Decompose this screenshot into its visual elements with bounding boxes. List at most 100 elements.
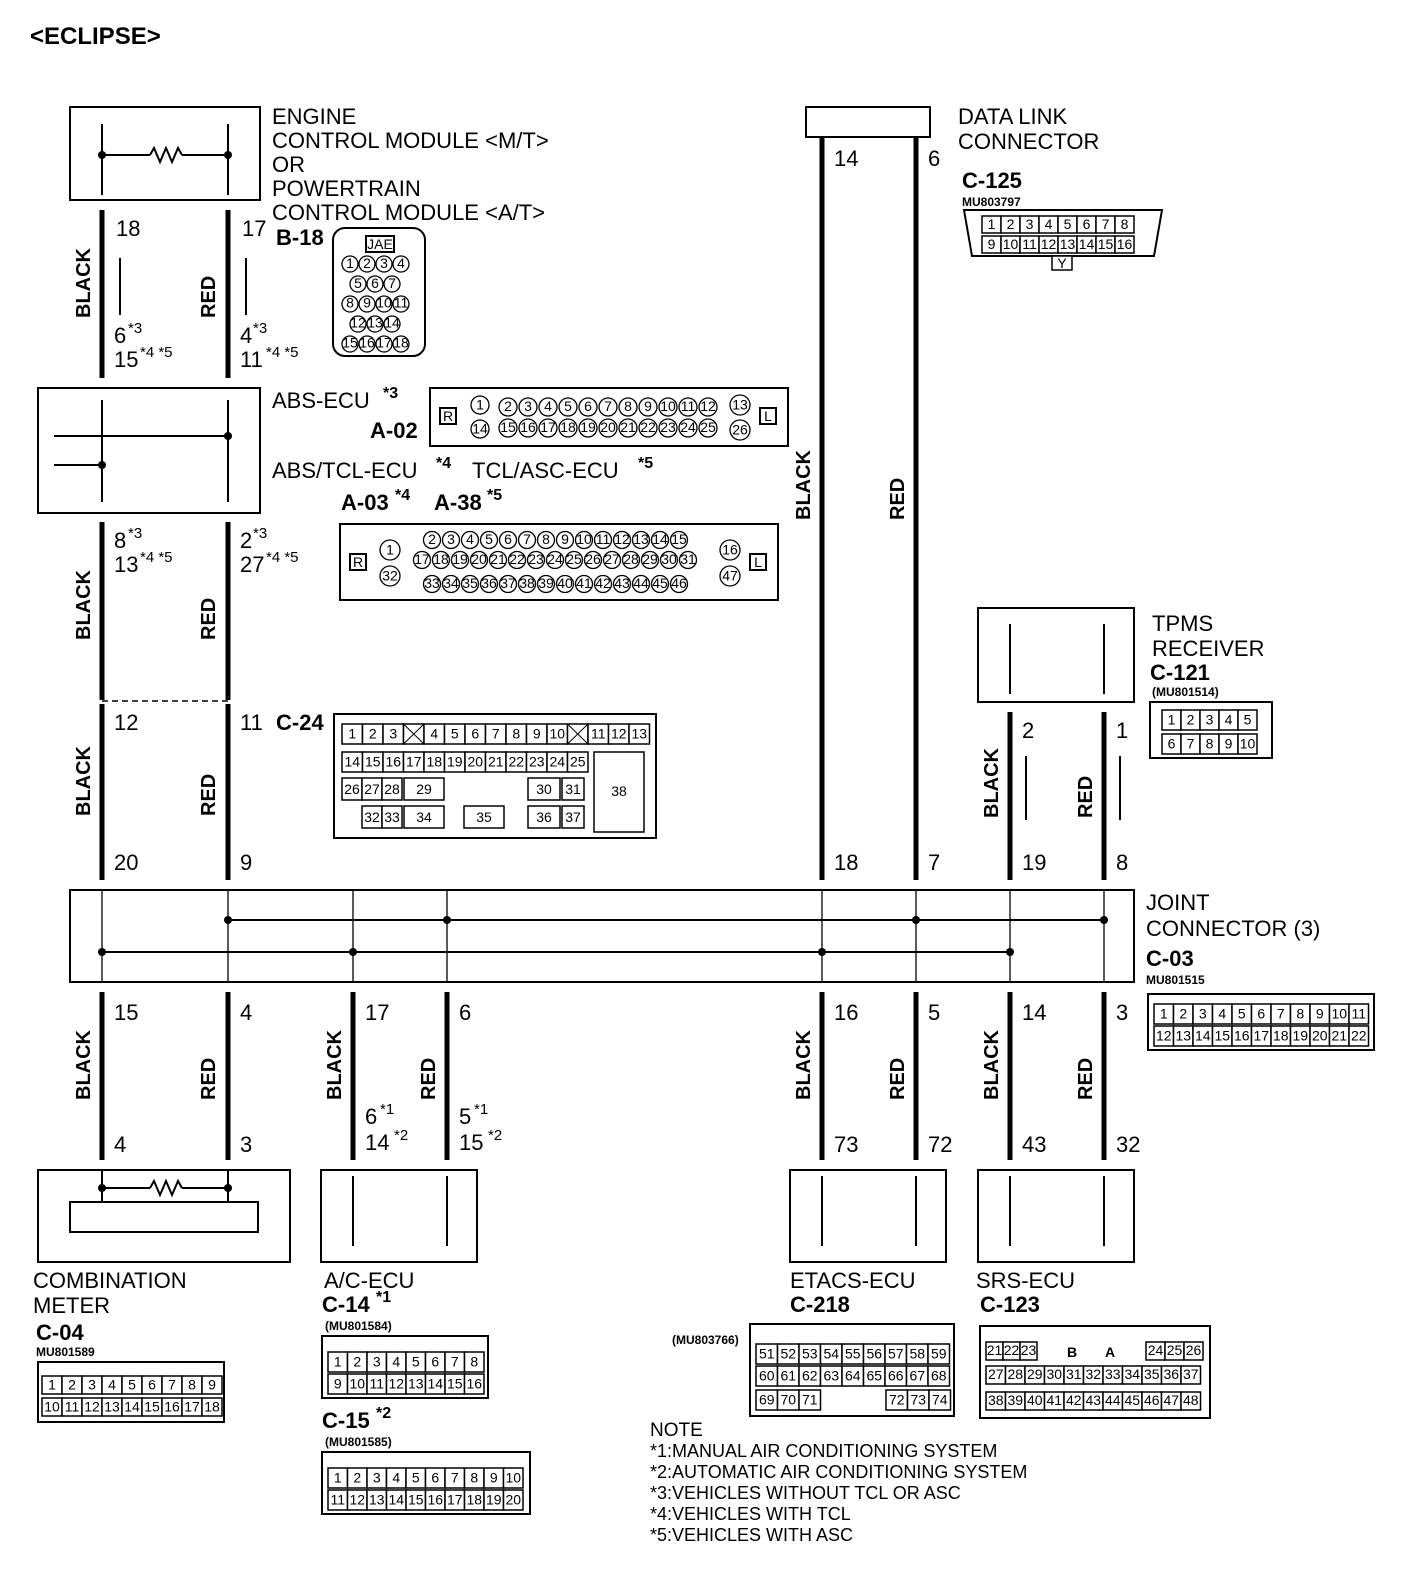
connector-pin: 28: [384, 781, 400, 797]
connector-pin: 26: [732, 421, 748, 437]
connector-pin: 4: [544, 398, 552, 414]
connector-pin: 2: [369, 726, 377, 742]
connector-pin: 2: [428, 531, 436, 547]
connector-pin: 4: [1218, 1005, 1226, 1021]
connector-pin: 64: [845, 1367, 861, 1383]
connector-pin: 2: [1187, 712, 1195, 728]
connector-pin: 13: [104, 1398, 120, 1414]
connector-pin: 21: [488, 753, 504, 769]
connector-pin: 23: [528, 551, 544, 567]
wire-color-label: RED: [887, 478, 909, 520]
svg-text:CONTROL MODULE <A/T>: CONTROL MODULE <A/T>: [272, 200, 545, 225]
ac-ecu-box: [320, 1169, 478, 1263]
connector-pin: 22: [1351, 1027, 1367, 1043]
connector-pin: 5: [564, 398, 572, 414]
svg-text:L: L: [754, 554, 762, 570]
connector-pin: 35: [462, 575, 478, 591]
connector-pin: 13: [367, 315, 383, 331]
srs-ecu-box: [977, 1169, 1135, 1263]
connector-pin: 43: [1085, 1392, 1101, 1408]
connector-pin: 5: [1238, 1005, 1246, 1021]
svg-text:*4 *5: *4 *5: [140, 344, 173, 361]
connector-pin: 29: [642, 551, 658, 567]
svg-text:*3: *3: [383, 385, 398, 402]
connector-pin: 4: [392, 1354, 400, 1370]
connector-pin: 8: [542, 531, 550, 547]
svg-text:(MU803766): (MU803766): [672, 1333, 739, 1347]
connector-pin: 42: [595, 575, 611, 591]
connector-pin: 18: [1273, 1027, 1289, 1043]
svg-text:ABS/TCL-ECU: ABS/TCL-ECU: [272, 458, 417, 483]
svg-text:14: 14: [834, 146, 858, 171]
connector-pin: 19: [447, 753, 463, 769]
connector-pin: 16: [1234, 1027, 1250, 1043]
svg-text:*4: *4: [436, 455, 451, 472]
connector-pin: 11: [394, 295, 409, 311]
svg-text:*1: *1: [380, 1101, 394, 1118]
svg-text:5: 5: [459, 1104, 471, 1129]
svg-text:*3: *3: [128, 320, 142, 337]
connector-pin: 15: [671, 531, 687, 547]
abs-label: ABS-ECU *3 A-02 ABS/TCL-ECU *4 TCL/ASC-E…: [272, 385, 653, 515]
svg-text:*2: *2: [376, 1405, 391, 1422]
connector-pin: 45: [652, 575, 668, 591]
connector-pin: 21: [987, 1342, 1003, 1358]
connector-pin: 15: [447, 1376, 463, 1392]
svg-text:JOINT: JOINT: [1146, 890, 1210, 915]
svg-text:2: 2: [240, 528, 252, 553]
connector-pin: 26: [1186, 1342, 1202, 1358]
connector-pin: 27: [988, 1366, 1004, 1382]
svg-text:17: 17: [365, 1000, 389, 1025]
svg-text:5: 5: [928, 1000, 940, 1025]
connector-pin: 6: [431, 1354, 439, 1370]
connector-pin: 39: [1007, 1392, 1023, 1408]
svg-text:*5:VEHICLES WITH ASC: *5:VEHICLES WITH ASC: [650, 1525, 853, 1545]
svg-text:(MU801585): (MU801585): [325, 1435, 392, 1449]
connector-pin: 2: [504, 398, 512, 414]
connector-pin: 25: [1167, 1342, 1183, 1358]
connector-pin: 38: [519, 575, 535, 591]
svg-text:C-123: C-123: [980, 1292, 1040, 1317]
connector-pin: 12: [350, 315, 366, 331]
connector-pin: 62: [802, 1367, 818, 1383]
svg-text:*4 *5: *4 *5: [140, 549, 173, 566]
connector-pin: 15: [144, 1398, 160, 1414]
connector-pin: 3: [380, 255, 388, 271]
c24-connector-id: C-24: [276, 710, 324, 735]
svg-text:16: 16: [834, 1000, 858, 1025]
svg-text:12: 12: [114, 710, 138, 735]
connector-pin: 19: [452, 551, 468, 567]
wire-color-label: BLACK: [981, 747, 1003, 818]
connector-pin: 13: [1060, 236, 1076, 252]
connector-pin: 3: [1026, 216, 1034, 232]
connector-pin: 11: [65, 1398, 80, 1414]
connector-pin: 14: [427, 1376, 443, 1392]
connector-pin: 55: [845, 1345, 861, 1361]
svg-text:TCL/ASC-ECU: TCL/ASC-ECU: [472, 458, 619, 483]
connector-pin: 12: [388, 1376, 404, 1392]
svg-text:SRS-ECU: SRS-ECU: [976, 1268, 1075, 1293]
connector-pin: 4: [1225, 712, 1233, 728]
svg-text:6: 6: [459, 1000, 471, 1025]
connector-pin: 10: [376, 295, 392, 311]
connector-pin: 23: [1021, 1342, 1037, 1358]
connector-pin: 24: [680, 419, 696, 435]
connector-pin: 17: [376, 335, 392, 351]
connector-pin: 24: [547, 551, 563, 567]
connector-pin: 6: [584, 398, 592, 414]
svg-text:RECEIVER: RECEIVER: [1152, 636, 1264, 661]
connector-pin: 22: [509, 551, 525, 567]
svg-text:*2:AUTOMATIC AIR CONDITIONING: *2:AUTOMATIC AIR CONDITIONING SYSTEM: [650, 1462, 1027, 1482]
svg-text:8: 8: [114, 528, 126, 553]
connector-pin: 25: [570, 753, 586, 769]
connector-pin: 7: [168, 1377, 176, 1393]
joint-connector-box: [69, 889, 1135, 983]
connector-pin: 6: [504, 531, 512, 547]
svg-text:6: 6: [928, 146, 940, 171]
connector-pin: 10: [44, 1398, 60, 1414]
connector-pin: 31: [680, 551, 696, 567]
